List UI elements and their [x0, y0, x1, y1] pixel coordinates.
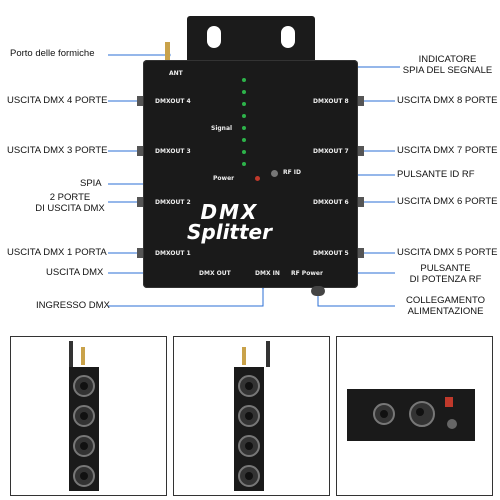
signal-led — [242, 102, 246, 106]
dmx-out-port — [137, 197, 143, 207]
signal-led — [242, 126, 246, 130]
port-label-out3: DMXOUT 3 — [155, 148, 191, 155]
dmx-out-port — [137, 96, 143, 106]
dmx-out-port — [358, 146, 364, 156]
label-out7: USCITA DMX 7 PORTE — [397, 145, 498, 156]
side-bracket — [266, 341, 270, 367]
ant-label: ANT — [169, 70, 183, 77]
dmx-out-port — [358, 96, 364, 106]
antenna — [242, 347, 246, 365]
xlr-port — [238, 465, 260, 487]
signal-label: Signal — [211, 125, 233, 132]
device-title-line1: DMX — [200, 200, 259, 224]
label-out8: USCITA DMX 8 PORTE — [397, 95, 498, 106]
xlr-port — [238, 435, 260, 457]
dmx-in-port — [409, 401, 435, 427]
bottom-view-panel — [336, 336, 493, 496]
antenna — [165, 42, 170, 62]
rf-power-switch — [445, 397, 453, 407]
rf-id-button[interactable] — [271, 170, 278, 177]
label-spia: SPIA — [80, 178, 102, 189]
label-out4: USCITA DMX 4 PORTE — [7, 95, 108, 106]
label-dmx-out: USCITA DMX — [46, 267, 104, 278]
port-label-out6: DMXOUT 6 — [313, 199, 349, 206]
port-label-out2: DMXOUT 2 — [155, 199, 191, 206]
rf-power-label: RF Power — [291, 270, 323, 277]
signal-led — [242, 114, 246, 118]
port-label-out7: DMXOUT 7 — [313, 148, 349, 155]
dmx-out-port — [137, 248, 143, 258]
dmx-out-port — [358, 197, 364, 207]
label-indicator: INDICATORE SPIA DEL SEGNALE — [402, 54, 493, 76]
power-led — [255, 176, 260, 181]
port-label-out4: DMXOUT 4 — [155, 98, 191, 105]
label-out1: USCITA DMX 1 PORTA — [7, 247, 107, 258]
rf-id-label: RF ID — [283, 169, 302, 176]
side-body — [69, 367, 99, 491]
port-label-out8: DMXOUT 8 — [313, 98, 349, 105]
side-body — [234, 367, 264, 491]
side-bracket — [69, 341, 73, 367]
signal-led — [242, 138, 246, 142]
dmx-out-label: DMX OUT — [199, 270, 231, 277]
label-rf-id-button: PULSANTE ID RF — [397, 169, 475, 180]
signal-led — [242, 150, 246, 154]
port-label-out1: DMXOUT 1 — [155, 250, 191, 257]
power-connector — [311, 286, 325, 296]
bottom-body — [347, 389, 475, 441]
signal-led — [242, 78, 246, 82]
label-power-connector: COLLEGAMENTO ALIMENTAZIONE — [405, 295, 485, 317]
port-label-out5: DMXOUT 5 — [313, 250, 349, 257]
label-out6: USCITA DMX 6 PORTE — [397, 196, 498, 207]
signal-led — [242, 162, 246, 166]
signal-led — [242, 90, 246, 94]
label-rf-power-button: PULSANTE DI POTENZA RF — [409, 263, 482, 285]
xlr-port — [73, 435, 95, 457]
antenna — [81, 347, 85, 365]
side-view-right-panel — [173, 336, 330, 496]
xlr-port — [238, 405, 260, 427]
label-out2: 2 PORTE DI USCITA DMX — [35, 192, 105, 214]
label-out3: USCITA DMX 3 PORTE — [7, 145, 108, 156]
label-dmx-in: INGRESSO DMX — [36, 300, 110, 311]
xlr-port — [73, 405, 95, 427]
dmx-in-label: DMX IN — [255, 270, 280, 277]
power-jack — [447, 419, 457, 429]
label-out5: USCITA DMX 5 PORTE — [397, 247, 498, 258]
label-antenna: Porto delle formiche — [10, 48, 95, 59]
xlr-port — [73, 465, 95, 487]
dmx-out-port — [373, 403, 395, 425]
xlr-port — [238, 375, 260, 397]
device-title: DMX Splitter — [187, 202, 272, 242]
dmx-splitter-device: ANT Signal Power RF ID DMXOUT 4 DMXOUT 3… — [137, 60, 364, 296]
mount-slot — [207, 26, 221, 48]
power-label: Power — [213, 175, 235, 182]
device-title-line2: Splitter — [187, 220, 272, 244]
mount-slot — [281, 26, 295, 48]
xlr-port — [73, 375, 95, 397]
dmx-out-port — [137, 146, 143, 156]
dmx-out-port — [358, 248, 364, 258]
side-view-left-panel — [10, 336, 167, 496]
wall-bracket — [187, 16, 315, 64]
